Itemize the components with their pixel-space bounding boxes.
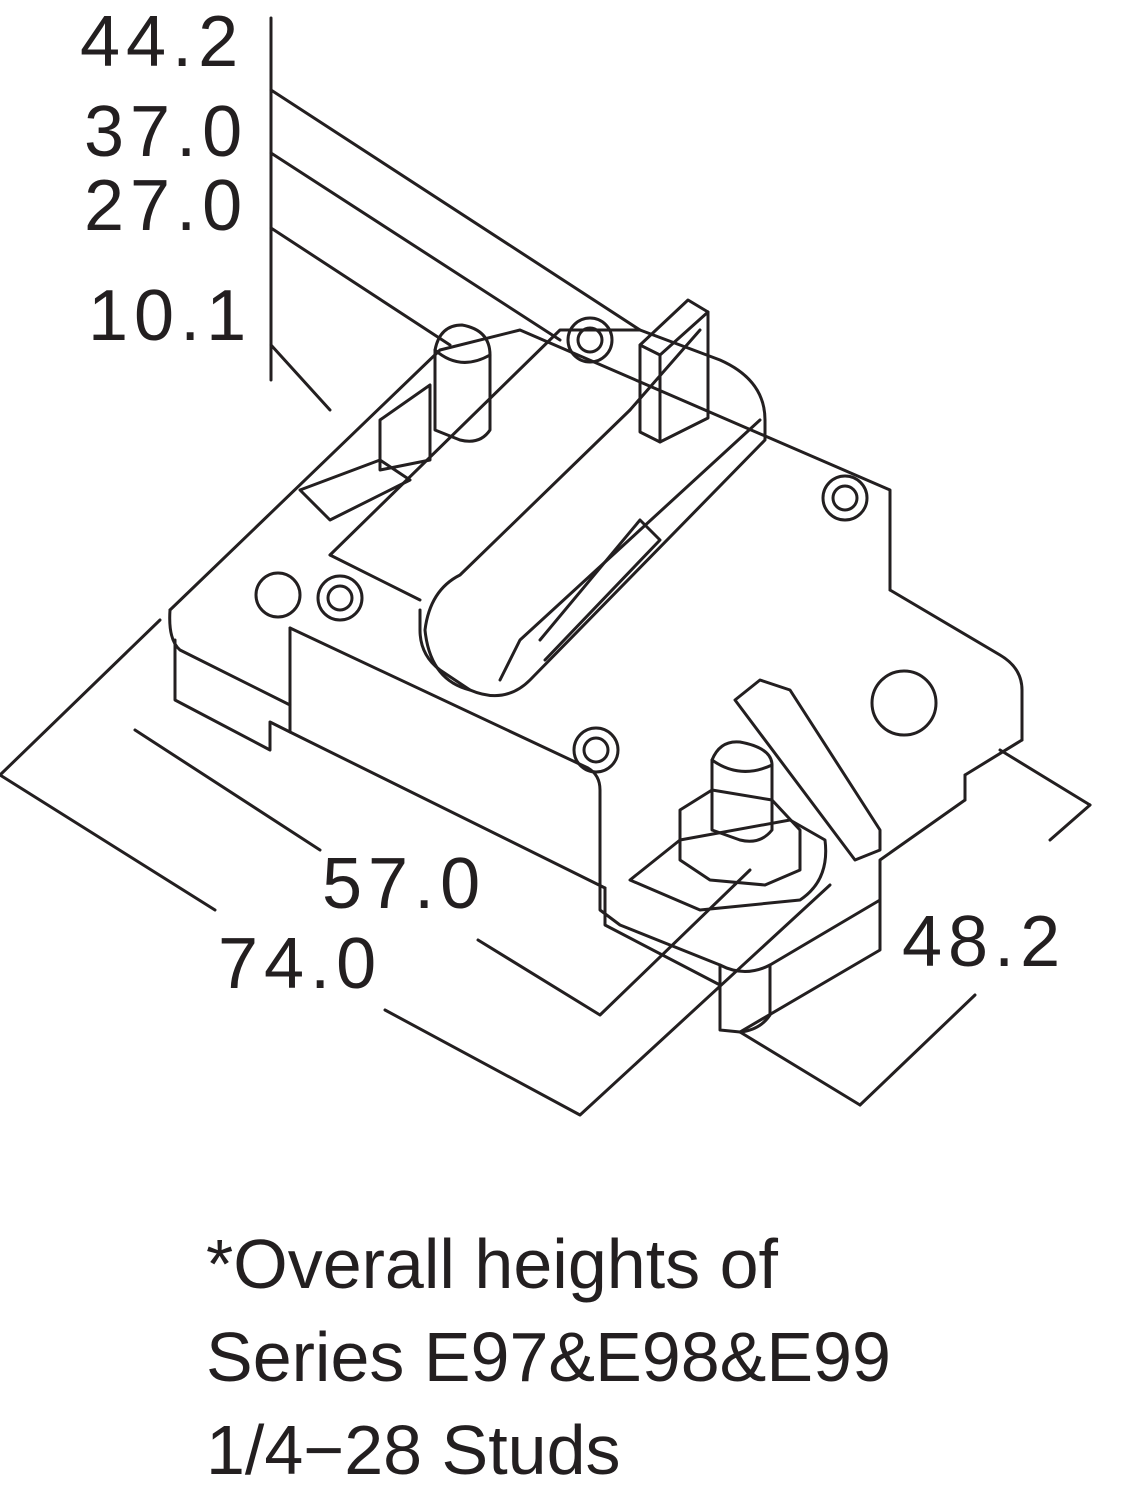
height-label-37: 37.0 xyxy=(84,92,249,172)
breaker-base xyxy=(168,328,1024,1034)
breaker-cover xyxy=(328,328,767,698)
height-label-44: 44.2 xyxy=(80,2,245,82)
mounting-holes xyxy=(254,316,938,774)
footnote-line-2: Series E97&E98&E99 xyxy=(206,1318,891,1396)
dimension-lines xyxy=(0,618,1092,1117)
reset-lever xyxy=(638,298,710,444)
footnote-line-1: *Overall heights of xyxy=(206,1225,778,1303)
footnote: *Overall heights of Series E97&E98&E99 1… xyxy=(206,1218,891,1497)
height-datum-lines xyxy=(269,16,642,412)
height-label-27: 27.0 xyxy=(84,166,249,246)
footnote-line-3: 1/4−28 Studs xyxy=(206,1411,621,1489)
width-label: 48.2 xyxy=(902,902,1067,982)
terminal-studs xyxy=(298,323,882,912)
height-label-10: 10.1 xyxy=(88,276,253,356)
length-inner-label: 57.0 xyxy=(322,844,487,924)
length-outer-label: 74.0 xyxy=(218,924,383,1004)
